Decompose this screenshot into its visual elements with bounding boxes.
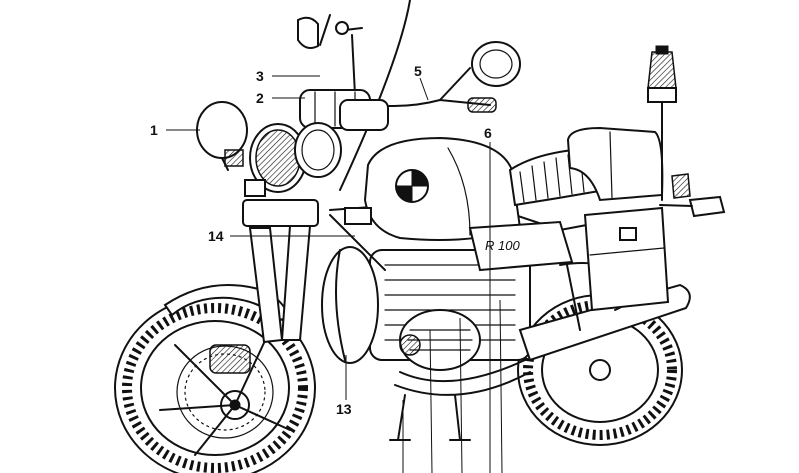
callout-5: 5 (414, 63, 422, 79)
callout-13: 13 (336, 401, 352, 417)
right-grip (467, 97, 497, 113)
antenna (339, 0, 411, 191)
front-indicator-left (244, 179, 266, 197)
front-brake-caliper (209, 344, 251, 374)
callout-6: 6 (484, 125, 492, 141)
front-indicator-right (344, 207, 372, 225)
spot-lamp-left (196, 101, 248, 171)
tank-bag (299, 89, 389, 131)
front-fork (242, 199, 319, 344)
spot-lamp-right (294, 122, 342, 178)
cylinder-cover (321, 246, 379, 364)
front-wheel (114, 295, 316, 473)
centre-stand (389, 394, 471, 441)
fork-crown (242, 199, 319, 227)
pannier (583, 206, 670, 312)
right-mirror (471, 41, 521, 87)
tail-light (671, 173, 691, 199)
side-panel: R 100 (468, 220, 574, 272)
callout-1: 1 (150, 122, 158, 138)
callout-14: 14 (208, 228, 224, 244)
left-mirror (297, 16, 319, 49)
callout-2: 2 (256, 90, 264, 106)
fuel-tank (363, 136, 522, 241)
callout-3: 3 (256, 68, 264, 84)
warning-beacon (647, 45, 677, 201)
leader-lines (166, 75, 503, 473)
tank-badge: R 100 (485, 238, 520, 253)
rear-indicator (688, 195, 726, 218)
callout-labels: 1 2 3 5 6 13 14 (150, 63, 492, 417)
